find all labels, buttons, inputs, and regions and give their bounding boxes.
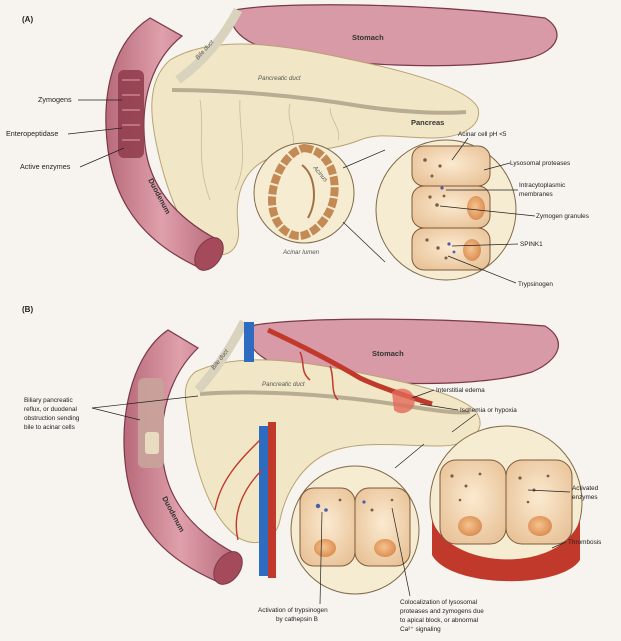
panel-a-tag: (A) <box>22 15 33 24</box>
label-spink1: SPINK1 <box>520 241 543 248</box>
stomach-label-b: Stomach <box>372 349 404 358</box>
label-intracytoplasmic: Intracytoplasmic <box>519 182 566 189</box>
label-colocal-3: to apical block, or abnormal <box>400 617 478 624</box>
stomach-label-a: Stomach <box>352 33 384 42</box>
label-membranes: membranes <box>519 191 553 198</box>
label-active-enzymes: Active enzymes <box>20 162 71 171</box>
label-enteropeptidase: Enteropeptidase <box>6 129 58 138</box>
duodenal-wall-section-a <box>118 70 144 158</box>
pancreatic-duct-label-a: Pancreatic duct <box>258 75 301 82</box>
label-activated-2: enzymes <box>572 494 598 501</box>
vein-upper-b <box>244 322 254 362</box>
acinar-cells-magnified-b-left <box>291 466 419 594</box>
panel-a: (A) Stomach Pancreatic duct Bile duct Du… <box>6 5 589 288</box>
label-zymogens: Zymogens <box>38 95 72 104</box>
label-acinar-ph: Acinar cell pH <5 <box>458 131 507 138</box>
panel-b-tag: (B) <box>22 305 33 314</box>
label-colocal-2: proteases and zymogens due <box>400 608 484 615</box>
label-trypsinogen: Trypsinogen <box>518 281 553 288</box>
label-reflux-2: reflux, or duodenal <box>24 406 77 413</box>
pancreas-label-a: Pancreas <box>411 118 444 127</box>
acinar-lumen-label-a: Acinar lumen <box>282 249 320 256</box>
label-interstitial-edema: Interstitial edema <box>436 387 485 394</box>
label-reflux-4: bile to acinar cells <box>24 424 75 431</box>
label-reflux-1: Biliary pancreatic <box>24 397 73 404</box>
label-activation-1: Activation of trypsinogen <box>258 607 328 614</box>
acinar-cells-magnified-a <box>376 140 516 280</box>
duodenal-wall-section-b <box>138 378 164 468</box>
acinus-magnified-a: Acinus Acinar lumen <box>254 143 354 256</box>
label-colocal-4: Ca²⁺ signaling <box>400 626 441 633</box>
label-activation-2: by cathepsin B <box>276 616 318 623</box>
label-thrombosis: Thrombosis <box>568 539 601 546</box>
artery-lower-b <box>268 422 276 578</box>
label-zymogen-granules: Zymogen granules <box>536 213 589 220</box>
label-ischemia: Ischemia or hypoxia <box>460 407 517 414</box>
label-lysosomal-proteases: Lysosomal proteases <box>510 160 570 167</box>
label-colocal-1: Colocalization of lysosomal <box>400 599 477 606</box>
label-activated-1: Activated <box>572 485 599 492</box>
pancreatic-duct-label-b: Pancreatic duct <box>262 381 305 388</box>
panel-b: (B) Stomach Pancreatic duct Bile duct Du… <box>22 305 601 633</box>
label-reflux-3: obstruction sending <box>24 415 80 422</box>
acinar-cells-magnified-b-right <box>430 426 582 581</box>
